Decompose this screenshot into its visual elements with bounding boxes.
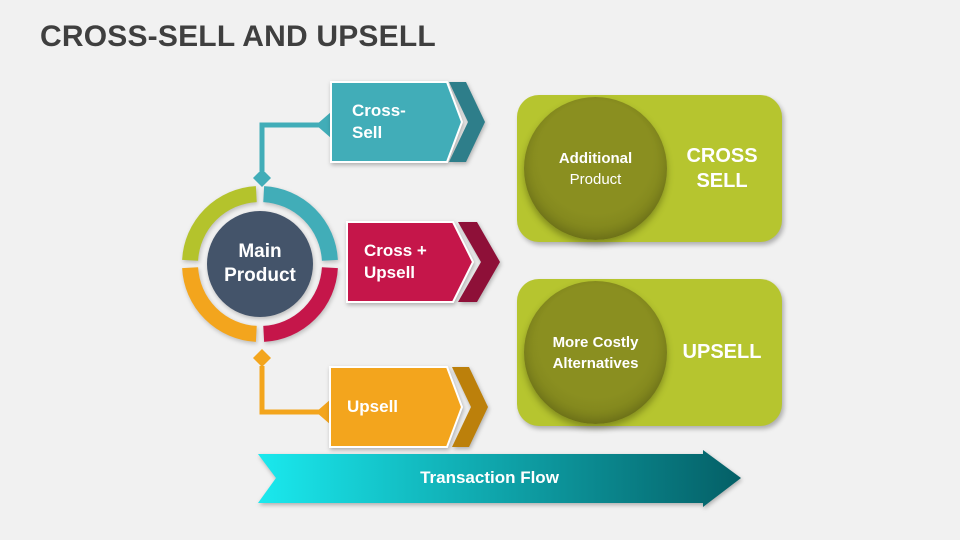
- transaction-flow-arrow: [258, 450, 741, 507]
- ring-segment-cross-sell: [262, 186, 338, 262]
- card-circle-line: Alternatives: [552, 354, 639, 372]
- connector-upsell: [253, 349, 331, 425]
- upsell-card-circle: More Costly Alternatives: [524, 281, 667, 424]
- banner-upsell-label: Upsell: [347, 396, 398, 418]
- connector-cross-sell: [253, 112, 331, 187]
- ring-segment-cross-upsell: [262, 266, 338, 342]
- diamond-connector-icon: [253, 349, 271, 367]
- banner-label-line: Sell: [352, 123, 383, 142]
- cross-sell-card: Additional Product CROSS SELL: [517, 95, 782, 242]
- hub-ring: [182, 186, 338, 342]
- banner-label-line: Upsell: [364, 263, 416, 282]
- ring-segment-base: [182, 186, 258, 262]
- page-title: CROSS-SELL AND UPSELL: [40, 20, 436, 53]
- connector-cross-sell-tail: [316, 112, 331, 138]
- card-title-line: UPSELL: [682, 341, 762, 363]
- flow-arrow-shape: [258, 450, 741, 507]
- cross-sell-card-circle: Additional Product: [524, 97, 667, 240]
- chevron-accent-icon: [449, 82, 485, 162]
- banner-label-line: Upsell: [347, 397, 399, 416]
- chevron-accent-icon: [458, 222, 500, 302]
- ring-segment-upsell: [182, 266, 258, 342]
- banner-cross-sell-body: [330, 81, 464, 163]
- card-title-line: CROSS: [686, 144, 758, 167]
- hub-label-line: Product: [224, 265, 296, 286]
- banner-cross-upsell-label: Cross + Upsell: [364, 240, 427, 284]
- upsell-card: More Costly Alternatives UPSELL: [517, 279, 782, 426]
- cross-sell-card-title: CROSS SELL: [669, 95, 775, 242]
- main-product-label: Main Product: [190, 240, 330, 288]
- chevron-accent-icon: [452, 367, 488, 447]
- main-product-circle: [207, 211, 313, 317]
- banner-cross-upsell-body: [346, 221, 475, 303]
- banner-cross-upsell: [346, 221, 500, 303]
- connector-upsell-line: [259, 366, 324, 415]
- banner-cross-sell-label: Cross- Sell: [352, 100, 406, 144]
- card-title-line: SELL: [696, 169, 748, 192]
- card-circle-line: More Costly: [552, 333, 639, 351]
- hub-label-line: Main: [238, 241, 282, 262]
- banner-upsell: [329, 366, 488, 448]
- card-circle-line: Product: [569, 170, 622, 188]
- banner-label-line: Cross-: [352, 101, 406, 120]
- connector-upsell-tail: [316, 399, 331, 425]
- card-circle-line: Additional: [558, 149, 633, 167]
- transaction-flow-label: Transaction Flow: [420, 468, 559, 487]
- upsell-card-title: UPSELL: [669, 279, 775, 426]
- banner-label-line: Cross +: [364, 241, 427, 260]
- banner-upsell-body: [329, 366, 464, 448]
- banner-cross-sell: [330, 81, 485, 163]
- diamond-connector-icon: [253, 169, 271, 187]
- connector-cross-sell-line: [259, 122, 324, 171]
